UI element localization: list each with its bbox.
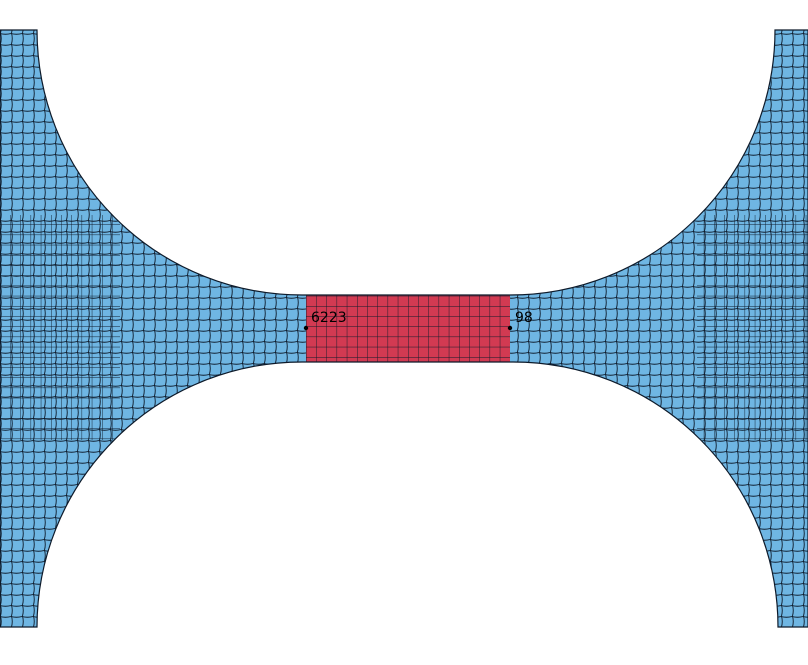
mesh-outline xyxy=(0,29,808,628)
node-98-marker[interactable] xyxy=(507,325,513,331)
selected-element-grid xyxy=(306,295,510,362)
node-6223-label: 6223 xyxy=(311,310,347,326)
node-6223-marker[interactable] xyxy=(303,325,309,331)
mesh-structured-left xyxy=(0,215,120,440)
node-98-label: 98 xyxy=(515,310,533,326)
mesh-structured-right xyxy=(697,215,808,440)
